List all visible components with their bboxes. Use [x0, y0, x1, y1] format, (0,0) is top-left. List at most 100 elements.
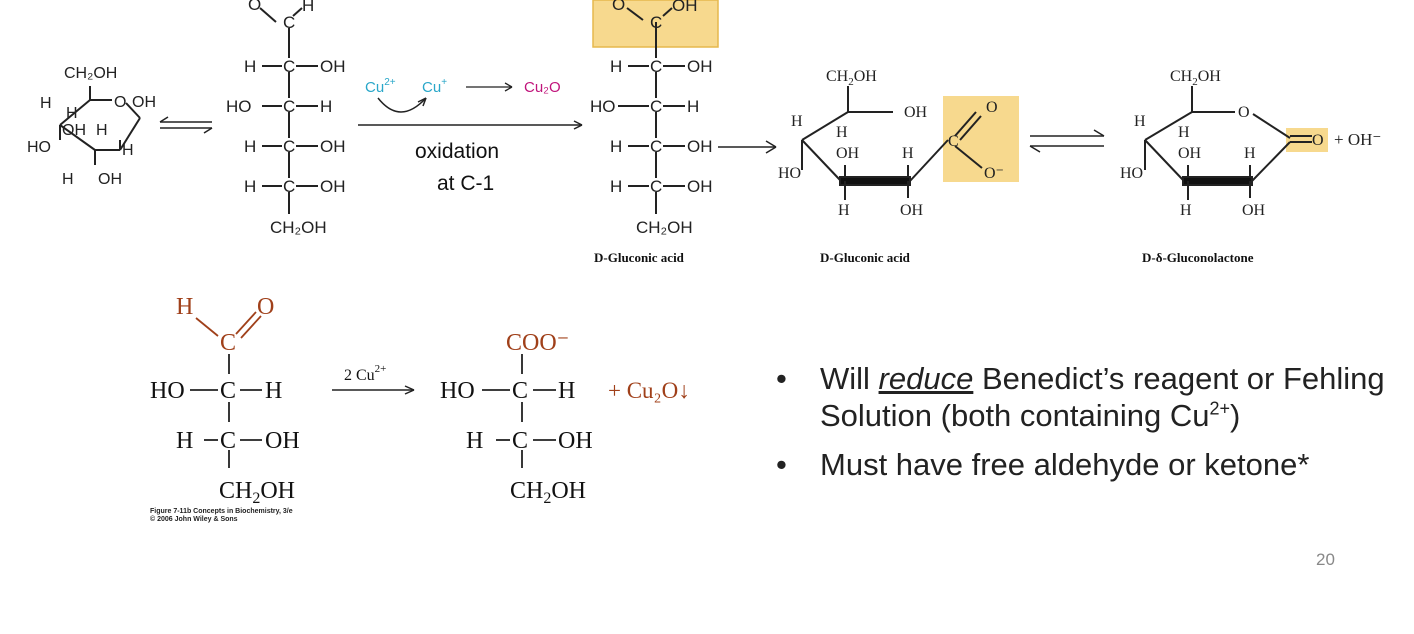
svg-text:H: H — [244, 57, 256, 76]
cyclization-arrow — [718, 140, 777, 154]
svg-text:H: H — [610, 137, 622, 156]
svg-text:CH₂OH: CH₂OH — [270, 218, 327, 237]
carboxylate-label: COO⁻ — [506, 330, 569, 356]
svg-text:C: C — [283, 137, 295, 156]
glycerate-labels: HO C H H C OH CH2OH — [440, 378, 593, 507]
svg-text:C: C — [650, 177, 662, 196]
svg-text:CH2OH: CH2OH — [1170, 68, 1221, 88]
svg-text:CH2OH: CH2OH — [826, 68, 877, 88]
svg-text:OH: OH — [1242, 202, 1266, 219]
svg-text:C: C — [220, 330, 236, 356]
svg-text:OH: OH — [320, 57, 346, 76]
svg-text:C: C — [283, 13, 295, 32]
svg-text:H: H — [466, 428, 483, 454]
svg-text:OH: OH — [1178, 145, 1202, 162]
svg-text:H: H — [610, 177, 622, 196]
svg-text:OH: OH — [904, 104, 928, 121]
svg-text:H: H — [244, 177, 256, 196]
svg-text:HO: HO — [150, 378, 185, 404]
oxidation-site-text: at C-1 — [437, 172, 494, 195]
svg-text:C: C — [220, 428, 236, 454]
svg-text:O: O — [257, 294, 274, 320]
svg-text:H: H — [838, 202, 850, 219]
svg-text:OH: OH — [132, 94, 156, 111]
lactone-carbonyl-highlight — [1286, 128, 1328, 152]
svg-text:H: H — [1180, 202, 1192, 219]
svg-text:OH: OH — [687, 177, 713, 196]
svg-text:H: H — [1178, 124, 1190, 141]
svg-text:O: O — [1312, 132, 1324, 149]
cu2-label: Cu2+ — [365, 77, 396, 96]
glyceraldehyde-structure — [190, 311, 262, 468]
svg-text:O: O — [114, 94, 126, 111]
svg-text:CH2OH: CH2OH — [510, 478, 586, 507]
credit-line-2: © 2006 John Wiley & Sons — [150, 516, 238, 524]
svg-text:HO: HO — [1120, 165, 1143, 182]
svg-text:H: H — [176, 428, 193, 454]
svg-text:OH: OH — [687, 137, 713, 156]
page-number: 20 — [1316, 550, 1335, 569]
bullet-dot-icon: • — [776, 361, 787, 396]
svg-text:HO: HO — [226, 97, 252, 116]
oxidation-text: oxidation — [415, 140, 499, 163]
svg-text:OH: OH — [265, 428, 300, 454]
svg-text:C: C — [512, 428, 528, 454]
bullet-dot-icon: • — [776, 447, 787, 483]
glucose-pyranose-labels: CH₂OH O OH H H OH H HO H H OH — [27, 65, 156, 188]
svg-text:O: O — [1238, 104, 1250, 121]
glyceraldehyde-labels: H O C HO C H H C OH CH2OH — [150, 294, 300, 507]
svg-text:H: H — [687, 97, 699, 116]
svg-text:OH: OH — [320, 177, 346, 196]
svg-text:H: H — [66, 105, 78, 122]
svg-text:O⁻: O⁻ — [984, 165, 1004, 182]
open-chain-glucose — [259, 7, 318, 214]
svg-text:H: H — [1134, 113, 1146, 130]
svg-text:H: H — [122, 142, 134, 159]
svg-text:H: H — [610, 57, 622, 76]
glucose-pyranose-structure — [59, 86, 141, 165]
svg-text:OH: OH — [320, 137, 346, 156]
reagent-arrow — [332, 385, 415, 395]
svg-text:H: H — [40, 95, 52, 112]
svg-text:H: H — [902, 145, 914, 162]
svg-text:C: C — [220, 378, 236, 404]
svg-text:C: C — [283, 97, 295, 116]
electron-transfer-curve — [377, 97, 427, 113]
gluconolactone-ring — [1144, 86, 1312, 200]
svg-text:OH: OH — [687, 57, 713, 76]
glycerate-structure — [482, 354, 556, 468]
svg-text:O: O — [612, 0, 625, 14]
svg-text:C: C — [283, 57, 295, 76]
svg-text:HO: HO — [440, 378, 475, 404]
svg-text:C: C — [512, 378, 528, 404]
gluconolactone-name: D-δ-Gluconolactone — [1142, 250, 1254, 265]
hydroxide-label: + OH⁻ — [1334, 130, 1381, 149]
bullet-text-reduce: Will reduce Benedict’s reagent or Fehlin… — [820, 361, 1385, 434]
svg-text:C: C — [650, 97, 662, 116]
svg-text:O: O — [248, 0, 261, 14]
svg-text:CH₂OH: CH₂OH — [64, 65, 117, 82]
svg-text:H: H — [836, 124, 848, 141]
svg-text:H: H — [1244, 145, 1256, 162]
svg-text:OH: OH — [62, 122, 86, 139]
oxidation-arrow — [358, 120, 583, 130]
svg-text:H: H — [320, 97, 332, 116]
svg-text:C: C — [283, 177, 295, 196]
svg-text:C: C — [650, 137, 662, 156]
bullet-text-aldehyde: Must have free aldehyde or ketone* — [820, 447, 1310, 483]
svg-text:H: H — [302, 0, 314, 15]
svg-text:OH: OH — [672, 0, 698, 15]
gluconic-acid-ring-labels: CH2OH OH H H OH H HO H OH C O O⁻ — [778, 68, 1004, 219]
svg-text:H: H — [244, 137, 256, 156]
gluconic-acid-ring-name: D-Gluconic acid — [820, 250, 911, 265]
gluconic-acid-chain-name: D-Gluconic acid — [594, 250, 685, 265]
svg-text:HO: HO — [778, 165, 801, 182]
cu-arrow — [466, 82, 513, 92]
svg-text:OH: OH — [558, 428, 593, 454]
gluconolactone-labels: CH2OH O H H OH H HO H OH O — [1120, 68, 1324, 219]
cu2o-label: Cu₂O — [524, 79, 561, 96]
svg-text:HO: HO — [590, 97, 616, 116]
svg-text:CH₂OH: CH₂OH — [636, 218, 693, 237]
svg-text:OH: OH — [900, 202, 924, 219]
